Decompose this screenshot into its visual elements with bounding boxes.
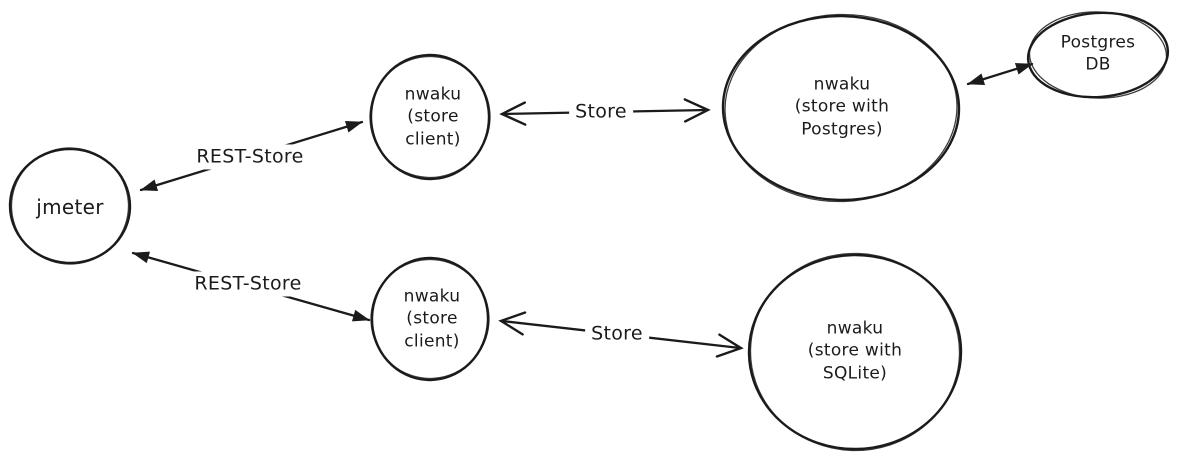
node-circle-jmeter (8, 147, 132, 265)
node-circle-store-client-top (369, 53, 491, 181)
node-circle-postgres-db (1026, 11, 1170, 99)
node-label-store-postgres: nwaku (store with Postgres) (794, 74, 890, 140)
node-label-jmeter: jmeter (36, 194, 104, 219)
node-label-store-sqlite: nwaku (store with SQLite) (807, 318, 903, 384)
node-circle-store-client-bottom (370, 256, 490, 382)
edge-label-rest-store-top: REST-Store (190, 144, 310, 170)
edge-label-store-bottom: Store (585, 321, 649, 347)
node-label-store-client-bottom: nwaku (store client) (403, 286, 461, 352)
node-circle-store-sqlite (747, 252, 963, 452)
edge-label-store-top: Store (569, 99, 633, 125)
edge-label-rest-store-bottom: REST-Store (188, 271, 308, 297)
node-label-store-client-top: nwaku (store client) (404, 84, 462, 150)
node-label-postgres-db: Postgres DB (1060, 32, 1136, 75)
node-circle-store-postgres (721, 13, 961, 203)
edge-postgres-db-link (966, 62, 1034, 86)
